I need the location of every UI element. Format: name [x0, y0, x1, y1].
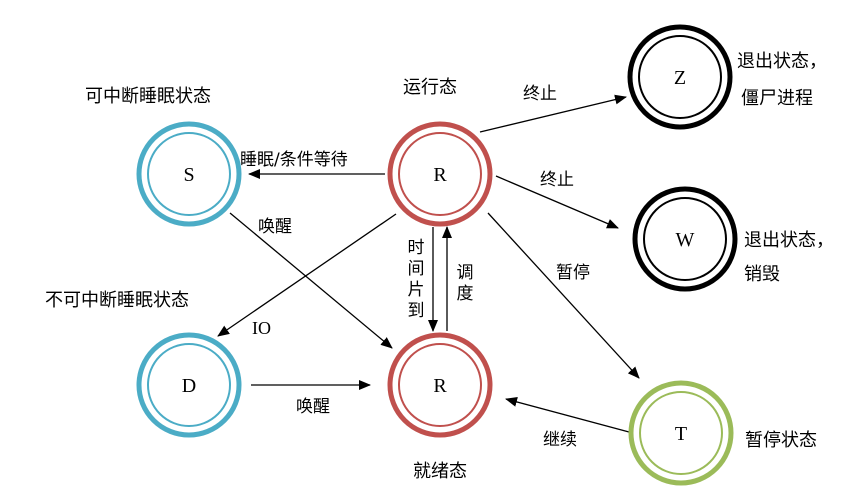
- edge-label-pause: 暂停: [556, 263, 590, 283]
- node-ring-outer: [136, 332, 242, 438]
- edges: [217, 94, 640, 433]
- node-ring-inner: [147, 343, 231, 427]
- edge-label-timeslice-char: 到: [408, 301, 425, 321]
- node-label-ready: R: [433, 375, 447, 397]
- node-label-disk-sleep: D: [182, 375, 196, 397]
- node-running: R: [387, 121, 493, 227]
- caption-running: 运行态: [403, 77, 457, 98]
- node-ring-outer: [387, 332, 493, 438]
- edge-label-continue: 继续: [543, 430, 577, 450]
- node-ring-outer: [632, 186, 738, 292]
- edge-sleep-to-ready: [229, 212, 393, 349]
- edge-label-schedule-char: 度: [457, 284, 474, 304]
- node-ring-outer: [628, 380, 734, 486]
- edge-run-to-stopped: [487, 212, 640, 379]
- node-ring-inner: [638, 35, 722, 119]
- edge-labels: 睡眠/条件等待 唤醒 终止 终止 暂停 IO 唤醒 继续 时 间 片 到 调 度: [240, 84, 590, 450]
- node-ring-outer: [136, 121, 242, 227]
- edge-label-sleep-wait: 睡眠/条件等待: [240, 150, 348, 170]
- edge-run-to-dead: [495, 175, 619, 229]
- edge-label-timeslice-char: 片: [408, 280, 425, 300]
- edge-label-timeslice-char: 时: [408, 238, 425, 258]
- captions: 运行态 就绪态 可中断睡眠状态 不可中断睡眠状态 退出状态， 僵尸进程 退出状态…: [45, 51, 834, 482]
- caption-dead-line2: 销毁: [744, 264, 780, 285]
- node-ring-outer: [627, 24, 733, 130]
- node-label-dead: W: [676, 229, 695, 251]
- edge-label-io: IO: [252, 318, 271, 338]
- edge-run-to-disk-sleep: [217, 213, 397, 337]
- caption-ready: 就绪态: [413, 461, 467, 482]
- node-ring-inner: [643, 197, 727, 281]
- edge-label-wakeup-from-sleep: 唤醒: [258, 217, 292, 237]
- caption-stopped: 暂停状态: [745, 430, 817, 451]
- node-dead: W: [632, 186, 738, 292]
- node-label-zombie: Z: [674, 67, 686, 89]
- node-sleeping: S: [136, 121, 242, 227]
- edge-label-wakeup-from-disk-sleep: 唤醒: [296, 397, 330, 417]
- node-label-sleeping: S: [183, 164, 194, 186]
- node-ready: R: [387, 332, 493, 438]
- node-stopped: T: [628, 380, 734, 486]
- caption-disk-sleep: 不可中断睡眠状态: [45, 290, 189, 311]
- node-ring-inner: [398, 132, 482, 216]
- node-label-running: R: [433, 164, 447, 186]
- edge-label-timeslice-char: 间: [408, 259, 425, 279]
- caption-zombie-line2: 僵尸进程: [741, 88, 813, 109]
- node-ring-inner: [639, 391, 723, 475]
- node-ring-inner: [147, 132, 231, 216]
- node-ring-inner: [398, 343, 482, 427]
- edge-label-schedule-char: 调: [457, 263, 474, 283]
- edge-label-terminate-zombie: 终止: [523, 84, 557, 104]
- caption-dead-line1: 退出状态，: [744, 230, 834, 251]
- caption-zombie-line1: 退出状态，: [737, 51, 827, 72]
- node-ring-outer: [387, 121, 493, 227]
- edge-run-to-zombie: [479, 94, 627, 133]
- caption-sleeping: 可中断睡眠状态: [85, 86, 211, 107]
- node-zombie: Z: [627, 24, 733, 130]
- edge-stopped-to-ready: [505, 397, 630, 433]
- edge-label-terminate-dead: 终止: [540, 170, 574, 190]
- node-label-stopped: T: [675, 423, 687, 445]
- node-disk-sleep: D: [136, 332, 242, 438]
